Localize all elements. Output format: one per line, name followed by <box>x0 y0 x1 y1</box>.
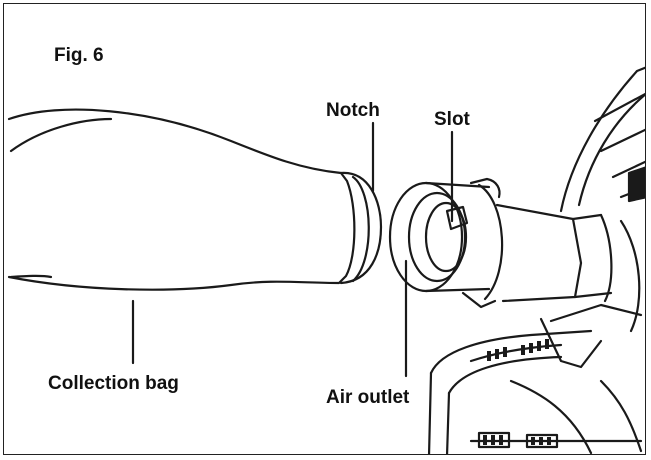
blower-vent-marks <box>483 339 551 445</box>
figure-illustration <box>7 66 645 454</box>
notch-label: Notch <box>326 100 380 121</box>
collection-bag-drawing <box>7 108 383 291</box>
air-outlet-label: Air outlet <box>326 387 410 408</box>
figure-frame: Fig. 6 Notch Slot Collection bag Air out… <box>3 3 646 455</box>
figure-title: Fig. 6 <box>54 45 104 66</box>
air-outlet-drawing <box>388 177 613 309</box>
collection-bag-label: Collection bag <box>48 373 179 394</box>
slot-label: Slot <box>434 109 470 130</box>
blower-body-drawing <box>427 66 645 454</box>
